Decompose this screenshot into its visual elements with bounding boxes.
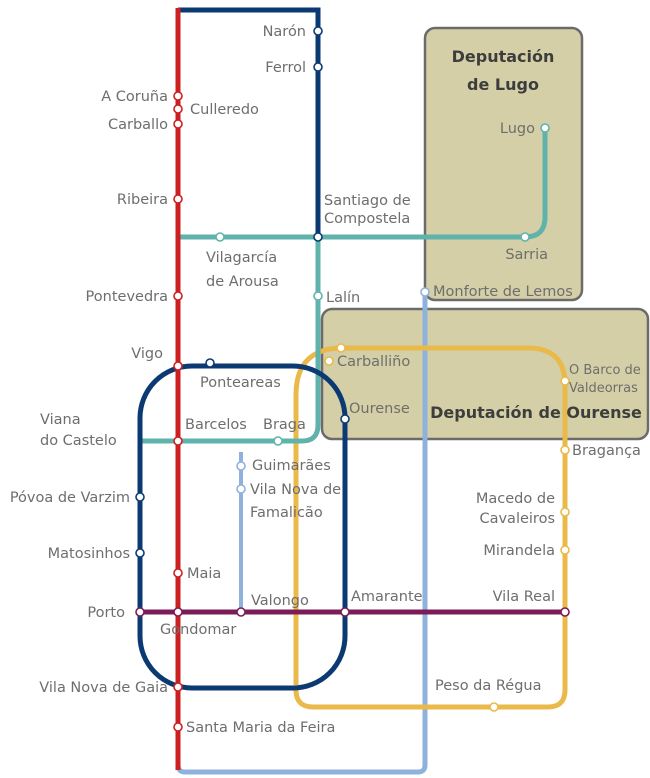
label-barco-2: Valdeorras — [569, 381, 638, 396]
label-santiago-1: Santiago de — [324, 193, 411, 209]
teal-branch — [140, 237, 321, 444]
label-maia: Maia — [187, 566, 221, 582]
label-porto: Porto — [87, 605, 125, 621]
label-ribeira: Ribeira — [117, 192, 168, 208]
label-culleredo: Culleredo — [190, 102, 259, 118]
label-amarante: Amarante — [351, 589, 423, 605]
label-carballo: Carballo — [108, 117, 168, 133]
label-pontevedra: Pontevedra — [86, 289, 168, 305]
label-ferrol: Ferrol — [265, 60, 306, 76]
label-viana-1: Viana — [40, 412, 81, 428]
region-lugo-title-2: de Lugo — [467, 75, 539, 94]
label-macedo-1: Macedo de — [476, 491, 555, 507]
label-ponteareas: Ponteareas — [200, 375, 281, 391]
region-ourense-title: Deputación de Ourense — [430, 403, 642, 422]
label-gaia: Vila Nova de Gaia — [39, 680, 168, 696]
label-lugo: Lugo — [500, 121, 535, 137]
label-viana-2: do Castelo — [40, 433, 117, 449]
label-santiago-2: Compostela — [324, 211, 410, 227]
label-vigo: Vigo — [131, 346, 163, 362]
label-povoa: Póvoa de Varzim — [10, 490, 130, 506]
navy-line-top — [178, 7, 321, 240]
label-valongo: Valongo — [251, 593, 309, 609]
label-feira: Santa Maria da Feira — [186, 720, 335, 736]
label-gondomar: Gondomar — [160, 622, 236, 638]
label-peso: Peso da Régua — [435, 678, 542, 694]
label-a-coruna: A Coruña — [101, 89, 168, 105]
label-guimaraes: Guimarães — [252, 458, 331, 474]
region-lugo-box — [423, 26, 584, 302]
label-vila-real: Vila Real — [493, 589, 555, 605]
label-mirandela: Mirandela — [483, 543, 555, 559]
label-vilagarcia-1: Vilagarcía — [206, 250, 277, 266]
label-famalicao-1: Vila Nova de — [250, 482, 341, 498]
label-macedo-2: Cavaleiros — [479, 511, 555, 527]
label-monforte: Monforte de Lemos — [433, 284, 573, 300]
station-markers — [135, 26, 570, 732]
label-ourense: Ourense — [349, 401, 410, 417]
label-barcelos: Barcelos — [185, 417, 247, 433]
label-sarria: Sarria — [505, 247, 548, 263]
label-braganca: Bragança — [572, 443, 641, 459]
navy-loop — [137, 363, 348, 691]
label-braga: Braga — [263, 417, 306, 433]
label-lalin: Lalín — [326, 290, 360, 306]
label-carballino: Carballiño — [337, 354, 410, 370]
label-vilagarcia-2: de Arousa — [206, 274, 279, 290]
label-naron: Narón — [263, 24, 306, 40]
region-lugo-title-1: Deputación — [452, 47, 555, 66]
label-matosinhos: Matosinhos — [48, 546, 130, 562]
label-barco-1: O Barco de — [569, 363, 641, 378]
label-famalicao-2: Famalicão — [250, 505, 323, 521]
